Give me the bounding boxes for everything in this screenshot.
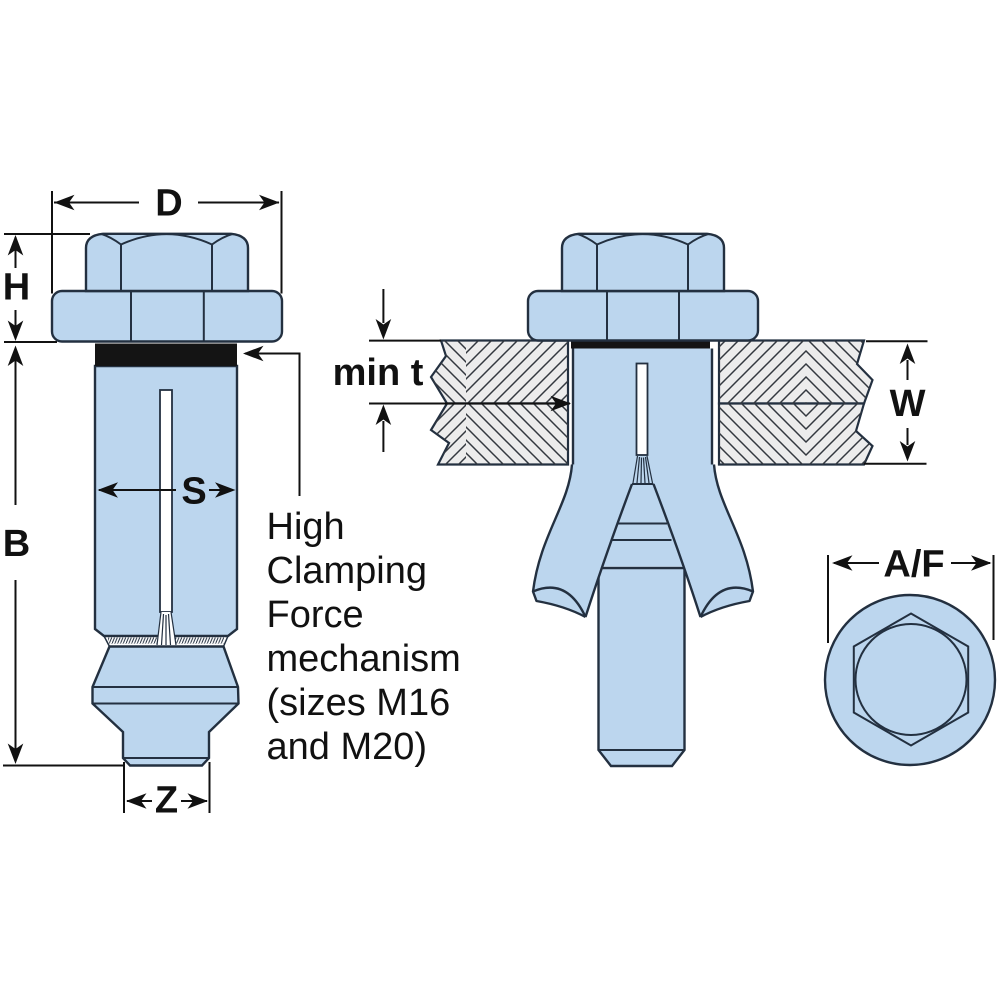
svg-text:Clamping: Clamping: [267, 550, 428, 592]
svg-text:min t: min t: [333, 352, 424, 394]
svg-text:Z: Z: [155, 780, 178, 822]
svg-text:A/F: A/F: [883, 544, 944, 586]
svg-text:mechanism: mechanism: [267, 638, 461, 680]
svg-text:S: S: [181, 471, 206, 513]
svg-text:High: High: [267, 506, 345, 548]
svg-text:B: B: [3, 523, 30, 565]
svg-text:D: D: [155, 183, 182, 225]
svg-text:and M20): and M20): [267, 726, 428, 768]
svg-text:W: W: [890, 383, 926, 425]
svg-text:Force: Force: [267, 594, 364, 636]
svg-text:(sizes M16: (sizes M16: [267, 682, 451, 724]
svg-text:H: H: [3, 267, 30, 309]
